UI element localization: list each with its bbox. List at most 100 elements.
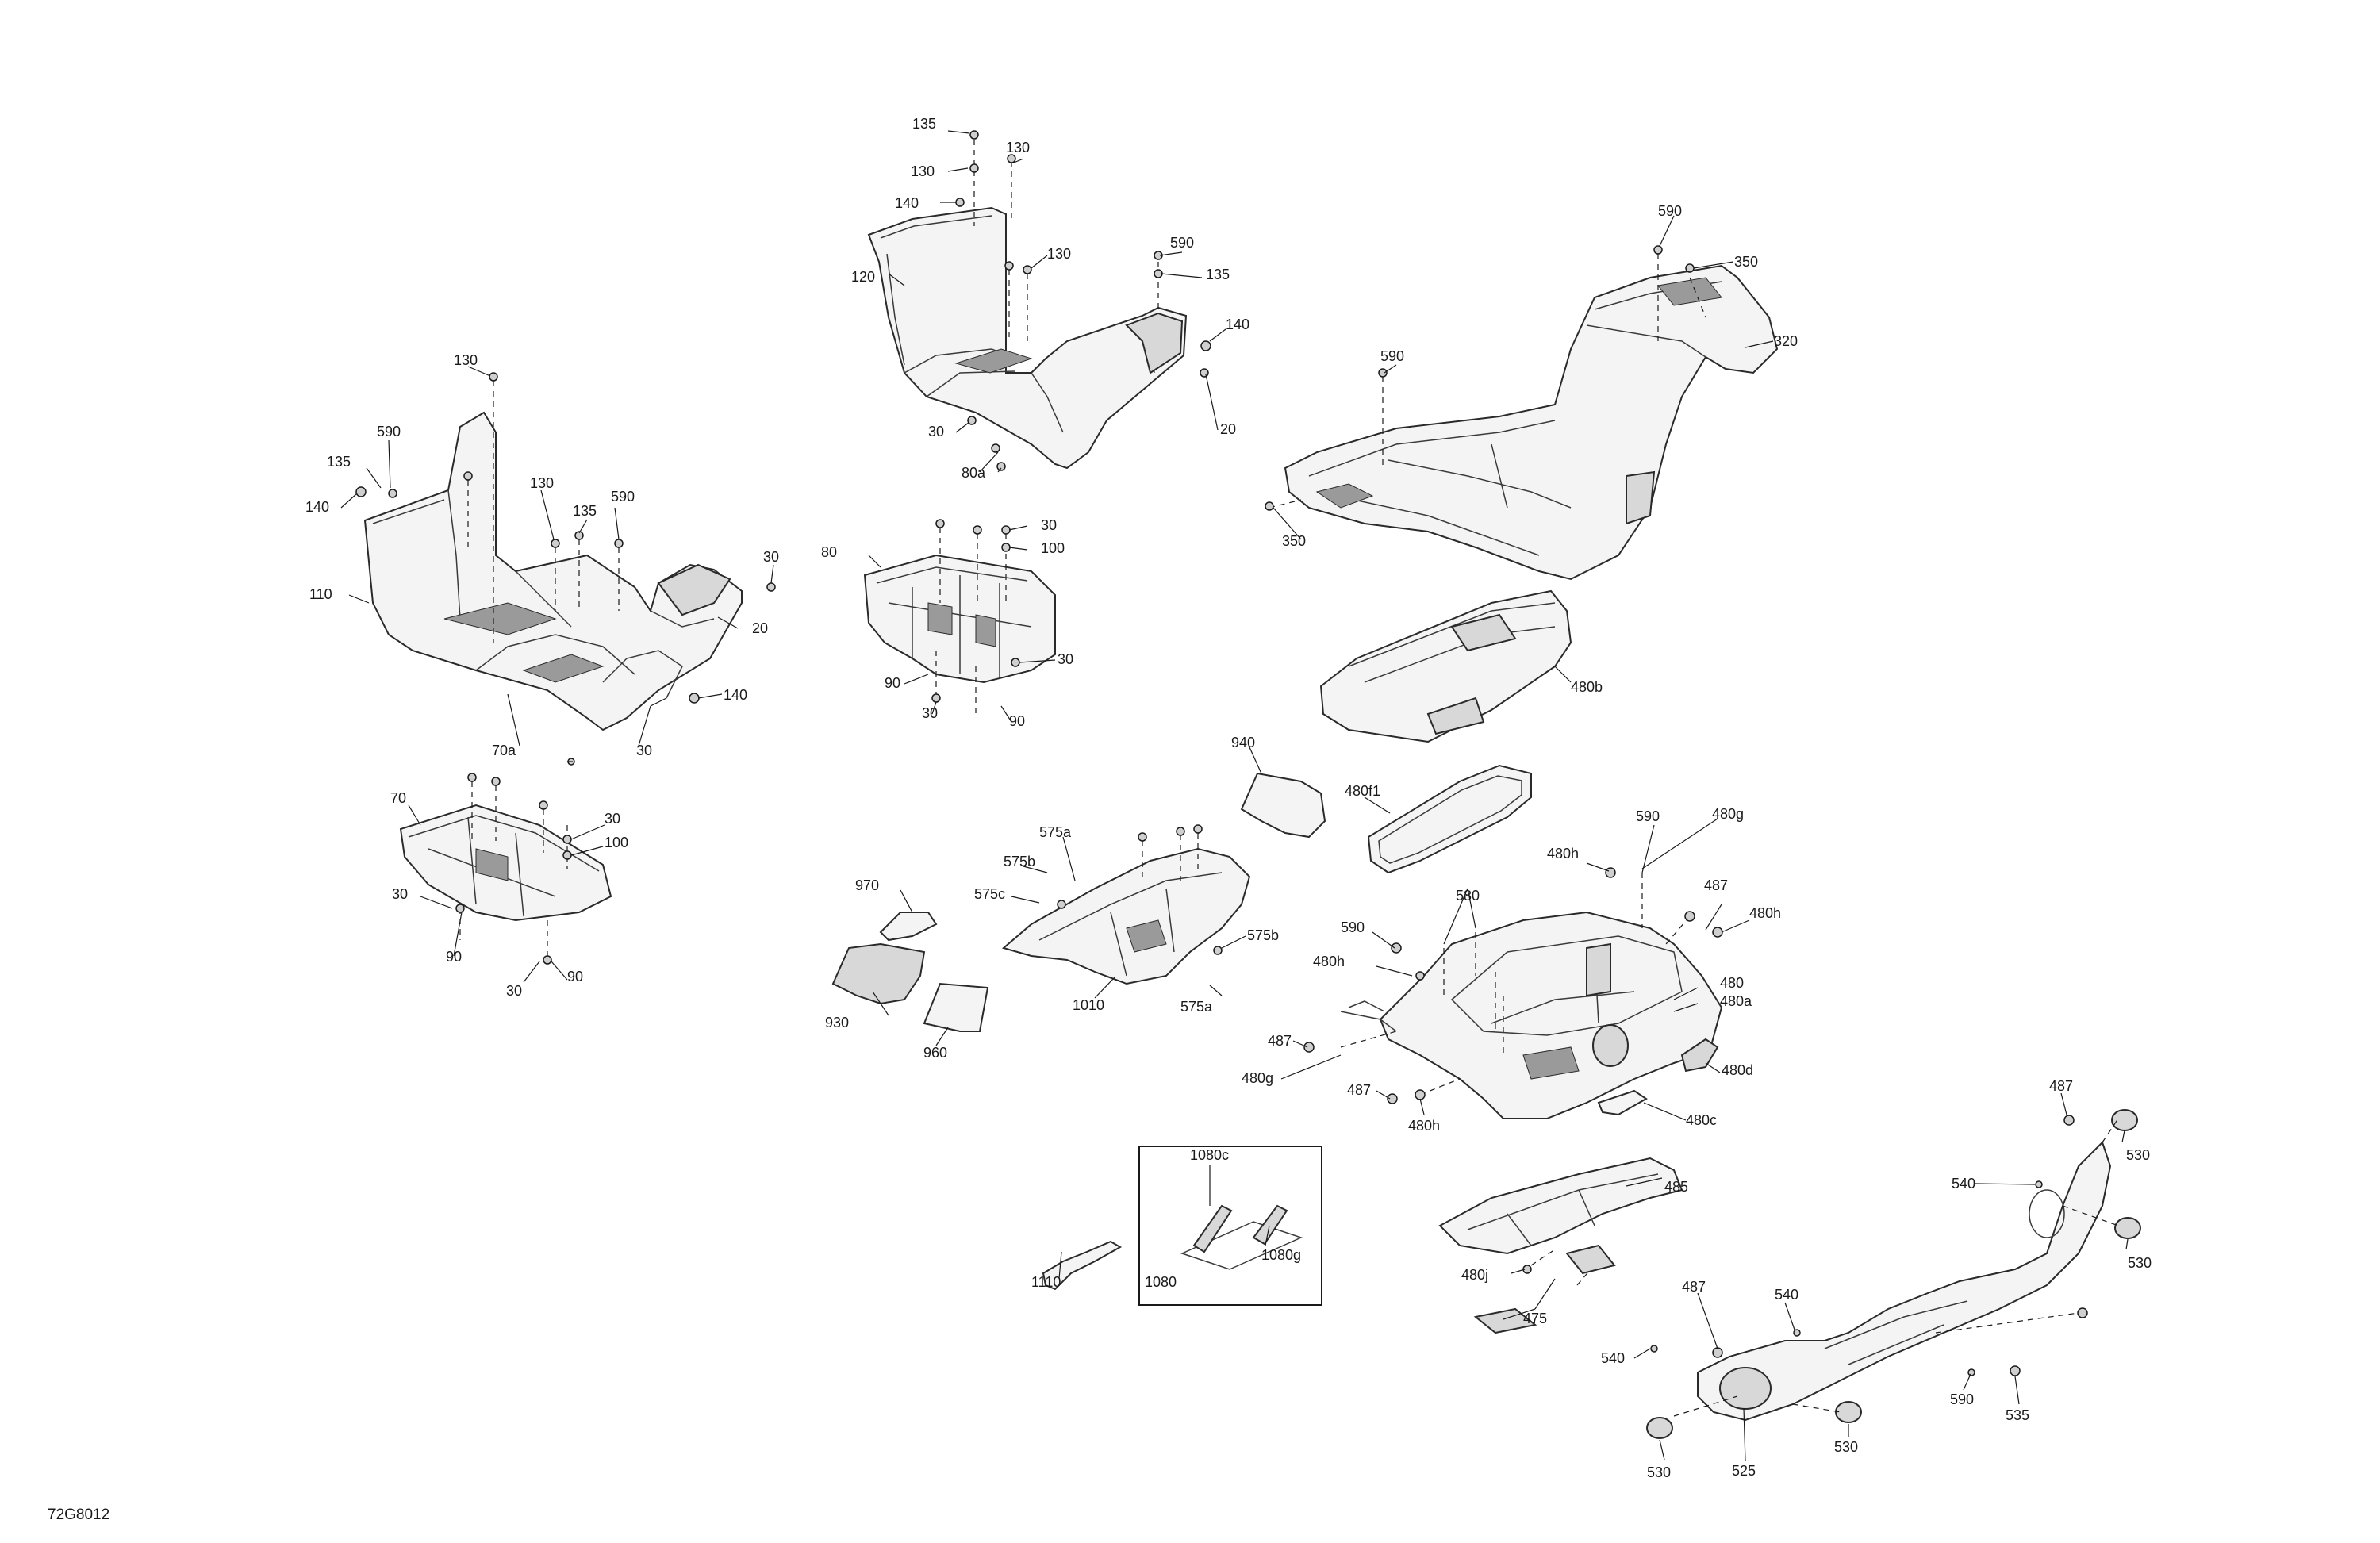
label-20: 20 <box>1220 421 1236 437</box>
label-1110: 1110 <box>1031 1274 1061 1290</box>
part-480-storage-box <box>1340 911 1723 1119</box>
label-485: 485 <box>1664 1179 1688 1195</box>
part-1110-tool <box>1042 1240 1123 1291</box>
label-487: 487 <box>1704 877 1728 893</box>
part-110-front-fender <box>363 411 743 731</box>
label-575c: 575c <box>974 886 1005 902</box>
label-110: 110 <box>309 586 332 602</box>
label-70a: 70a <box>492 743 516 758</box>
part-485-skid-plate <box>1438 1157 1683 1255</box>
label-135: 135 <box>912 116 936 132</box>
label-480f1: 480f1 <box>1345 783 1380 799</box>
label-590: 590 <box>1636 808 1660 824</box>
label-80: 80 <box>821 544 837 560</box>
label-30: 30 <box>392 886 408 902</box>
part-960-plate <box>923 982 989 1032</box>
label-90: 90 <box>885 675 900 691</box>
label-960: 960 <box>923 1045 947 1061</box>
label-487: 487 <box>1682 1279 1706 1295</box>
label-580: 580 <box>1456 888 1480 904</box>
label-120: 120 <box>851 269 875 285</box>
label-130: 130 <box>1047 246 1071 262</box>
label-100: 100 <box>605 835 628 850</box>
part-480c-pad <box>1597 1089 1648 1116</box>
label-575a: 575a <box>1039 824 1072 840</box>
label-590: 590 <box>1380 348 1404 364</box>
label-480j: 480j <box>1461 1267 1488 1283</box>
part-530-cap-4 <box>1835 1401 1862 1423</box>
label-140: 140 <box>1226 317 1250 332</box>
label-30: 30 <box>1058 651 1073 667</box>
label-135: 135 <box>1206 267 1230 282</box>
label-487: 487 <box>2049 1078 2073 1094</box>
label-1080g: 1080g <box>1261 1247 1301 1263</box>
part-930-cover <box>831 942 926 1005</box>
part-475-pad-lower <box>1473 1307 1537 1334</box>
label-487: 487 <box>1347 1082 1371 1098</box>
label-540: 540 <box>1601 1350 1625 1366</box>
label-940: 940 <box>1231 735 1255 750</box>
label-30: 30 <box>922 705 938 721</box>
label-135: 135 <box>327 454 351 470</box>
label-590: 590 <box>1658 203 1682 219</box>
inset-1080-tool-kit <box>1138 1146 1322 1306</box>
label-590: 590 <box>1950 1391 1974 1407</box>
label-350: 350 <box>1734 254 1758 270</box>
label-140: 140 <box>895 195 919 211</box>
label-30: 30 <box>1041 517 1057 533</box>
label-475: 475 <box>1523 1311 1547 1326</box>
label-480h: 480h <box>1408 1118 1440 1134</box>
label-480d: 480d <box>1722 1062 1753 1078</box>
label-135: 135 <box>573 503 597 519</box>
label-970: 970 <box>855 877 879 893</box>
label-1010: 1010 <box>1073 997 1104 1013</box>
label-480g: 480g <box>1242 1070 1273 1086</box>
label-480h: 480h <box>1313 954 1345 969</box>
part-530-cap-3 <box>1646 1417 1673 1439</box>
label-1080c: 1080c <box>1190 1147 1229 1163</box>
diagram-id: 72G8012 <box>48 1507 109 1523</box>
label-575a: 575a <box>1180 999 1213 1015</box>
label-140: 140 <box>305 499 329 515</box>
label-480h: 480h <box>1749 905 1781 921</box>
label-30: 30 <box>506 983 522 999</box>
part-970-guard <box>879 912 938 942</box>
part-940-bracket <box>1240 772 1326 839</box>
label-90: 90 <box>1009 713 1025 729</box>
part-530-cap-1 <box>2111 1109 2138 1131</box>
label-590: 590 <box>377 424 401 439</box>
label-530: 530 <box>1647 1464 1671 1480</box>
label-30: 30 <box>763 549 779 565</box>
callout-labels: 135 130 130 140 120 130 590 135 140 30 8… <box>305 116 2152 1480</box>
label-20: 20 <box>752 620 768 636</box>
part-480f1-seal <box>1367 764 1532 874</box>
label-590: 590 <box>1341 919 1365 935</box>
label-480g: 480g <box>1712 806 1744 822</box>
part-475-pad-upper <box>1565 1244 1616 1275</box>
part-70-front-support <box>399 804 612 922</box>
part-1010-storage-base <box>1001 847 1251 985</box>
label-590: 590 <box>1170 235 1194 251</box>
label-320: 320 <box>1774 333 1798 349</box>
label-487: 487 <box>1268 1033 1292 1049</box>
label-530: 530 <box>1834 1439 1858 1455</box>
label-480a: 480a <box>1720 993 1752 1009</box>
label-480: 480 <box>1720 975 1744 991</box>
label-70: 70 <box>390 790 406 806</box>
fasteners <box>355 130 2088 1376</box>
label-480c: 480c <box>1686 1112 1717 1128</box>
label-575b: 575b <box>1004 854 1035 869</box>
label-130: 130 <box>454 352 478 368</box>
part-480d-latch <box>1680 1038 1719 1073</box>
label-540: 540 <box>1775 1287 1798 1303</box>
leader-lines <box>340 130 2129 1462</box>
label-130: 130 <box>1006 140 1030 155</box>
label-530: 530 <box>2128 1255 2152 1271</box>
label-100: 100 <box>1041 540 1065 556</box>
label-130: 130 <box>911 163 935 179</box>
label-575b: 575b <box>1247 927 1279 943</box>
label-480b: 480b <box>1571 679 1603 695</box>
label-540: 540 <box>1952 1176 1975 1192</box>
label-535: 535 <box>2006 1407 2029 1423</box>
